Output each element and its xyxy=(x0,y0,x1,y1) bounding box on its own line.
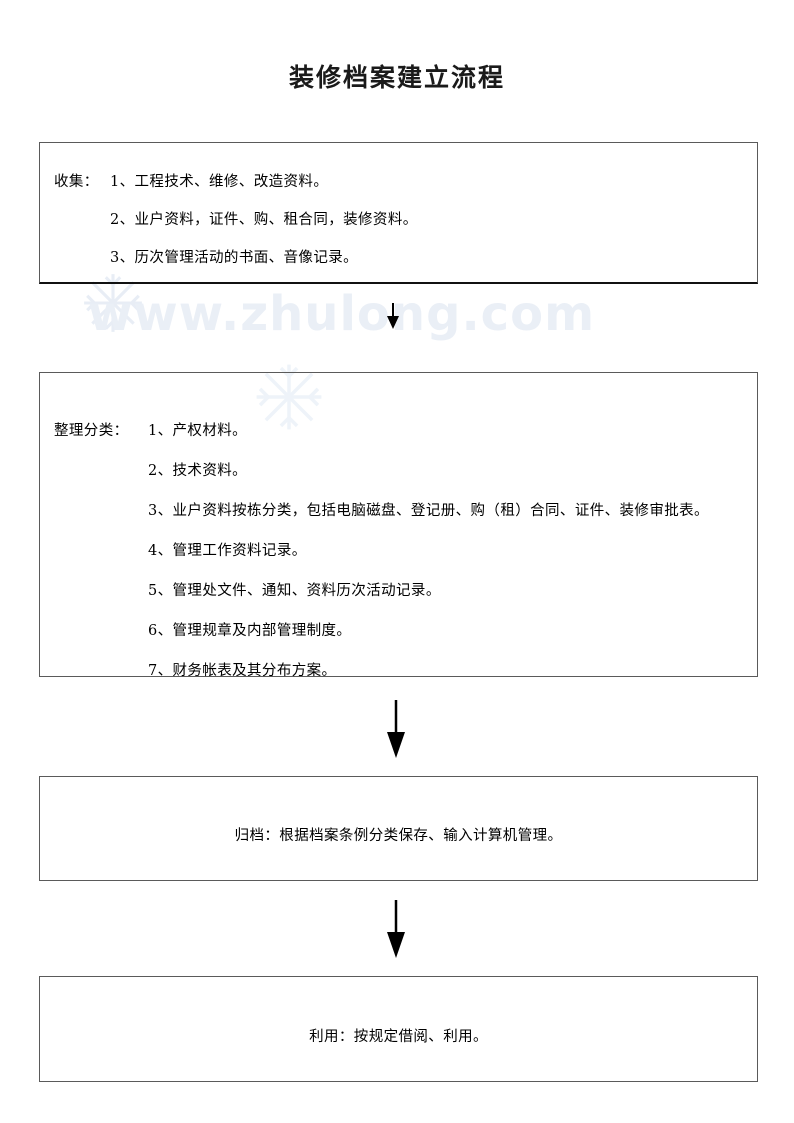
flow-step-archive-body: 归档：根据档案条例分类保存、输入计算机管理。 xyxy=(40,777,757,880)
flow-step-collect-label: 收集： xyxy=(54,174,99,190)
list-item: 5、 管理处文件、通知、资料历次活动记录。 xyxy=(54,584,441,599)
list-item-text: 工程技术、维修、改造资料。 xyxy=(134,174,329,190)
list-item: 整理分类： 1、 产权材料。 xyxy=(54,424,247,439)
list-item: 2、 技术资料。 xyxy=(54,464,247,479)
list-item-number: 4、 xyxy=(148,543,173,559)
list-item-number: 2、 xyxy=(148,463,173,479)
list-item: 收集： 1、 工程技术、维修、改造资料。 xyxy=(54,175,328,190)
flow-step-collect: 收集： 1、 工程技术、维修、改造资料。 2、 业户资料，证件、购、租合同，装修… xyxy=(39,142,758,284)
flow-step-use-body: 利用：按规定借阅、利用。 xyxy=(40,977,757,1081)
flow-step-archive: 归档：根据档案条例分类保存、输入计算机管理。 xyxy=(39,776,758,881)
list-item-number: 2、 xyxy=(110,212,135,228)
down-arrow-icon-3 xyxy=(383,900,409,960)
list-item-text: 管理处文件、通知、资料历次活动记录。 xyxy=(172,583,441,599)
list-item: 6、 管理规章及内部管理制度。 xyxy=(54,624,351,639)
flow-step-archive-text: 归档：根据档案条例分类保存、输入计算机管理。 xyxy=(234,828,563,844)
flow-step-sort-body: 整理分类： 1、 产权材料。 2、 技术资料。 3、 业户资料按栋分类，包括电脑… xyxy=(40,373,757,679)
list-item: 4、 管理工作资料记录。 xyxy=(54,544,307,559)
list-item-text: 技术资料。 xyxy=(172,463,248,479)
list-item-number: 6、 xyxy=(148,623,173,639)
list-item-number: 7、 xyxy=(148,663,173,679)
list-item-number: 3、 xyxy=(148,503,173,519)
list-item-text: 业户资料按栋分类，包括电脑磁盘、登记册、购（租）合同、证件、装修审批表。 xyxy=(172,503,709,519)
list-item-text: 产权材料。 xyxy=(172,423,248,439)
down-arrow-icon-2 xyxy=(383,700,409,760)
list-item-text: 管理工作资料记录。 xyxy=(172,543,307,559)
flow-step-sort: 整理分类： 1、 产权材料。 2、 技术资料。 3、 业户资料按栋分类，包括电脑… xyxy=(39,372,758,679)
list-item: 7、 财务帐表及其分布方案。 xyxy=(54,664,336,679)
page-title: 装修档案建立流程 xyxy=(288,63,505,92)
list-item-number: 5、 xyxy=(148,583,173,599)
down-arrow-icon-1 xyxy=(381,303,405,331)
list-item-text: 管理规章及内部管理制度。 xyxy=(172,623,352,639)
list-item: 3、 业户资料按栋分类，包括电脑磁盘、登记册、购（租）合同、证件、装修审批表。 xyxy=(54,504,709,519)
list-item-text: 财务帐表及其分布方案。 xyxy=(172,663,337,679)
list-item-number: 1、 xyxy=(110,174,135,190)
list-item-number: 3、 xyxy=(110,250,135,266)
list-item-text: 业户资料，证件、购、租合同，装修资料。 xyxy=(134,212,418,228)
watermark: www.zhulong.com xyxy=(60,268,600,388)
flow-step-sort-label: 整理分类： xyxy=(54,423,129,439)
list-item: 3、 历次管理活动的书面、音像记录。 xyxy=(54,251,358,266)
watermark-text: www.zhulong.com xyxy=(88,286,596,342)
flow-step-use: 利用：按规定借阅、利用。 xyxy=(39,976,758,1082)
list-item-text: 历次管理活动的书面、音像记录。 xyxy=(134,250,359,266)
list-item-number: 1、 xyxy=(148,423,173,439)
flow-step-collect-body: 收集： 1、 工程技术、维修、改造资料。 2、 业户资料，证件、购、租合同，装修… xyxy=(40,143,757,282)
list-item: 2、 业户资料，证件、购、租合同，装修资料。 xyxy=(54,213,418,228)
flow-step-use-text: 利用：按规定借阅、利用。 xyxy=(309,1029,488,1045)
